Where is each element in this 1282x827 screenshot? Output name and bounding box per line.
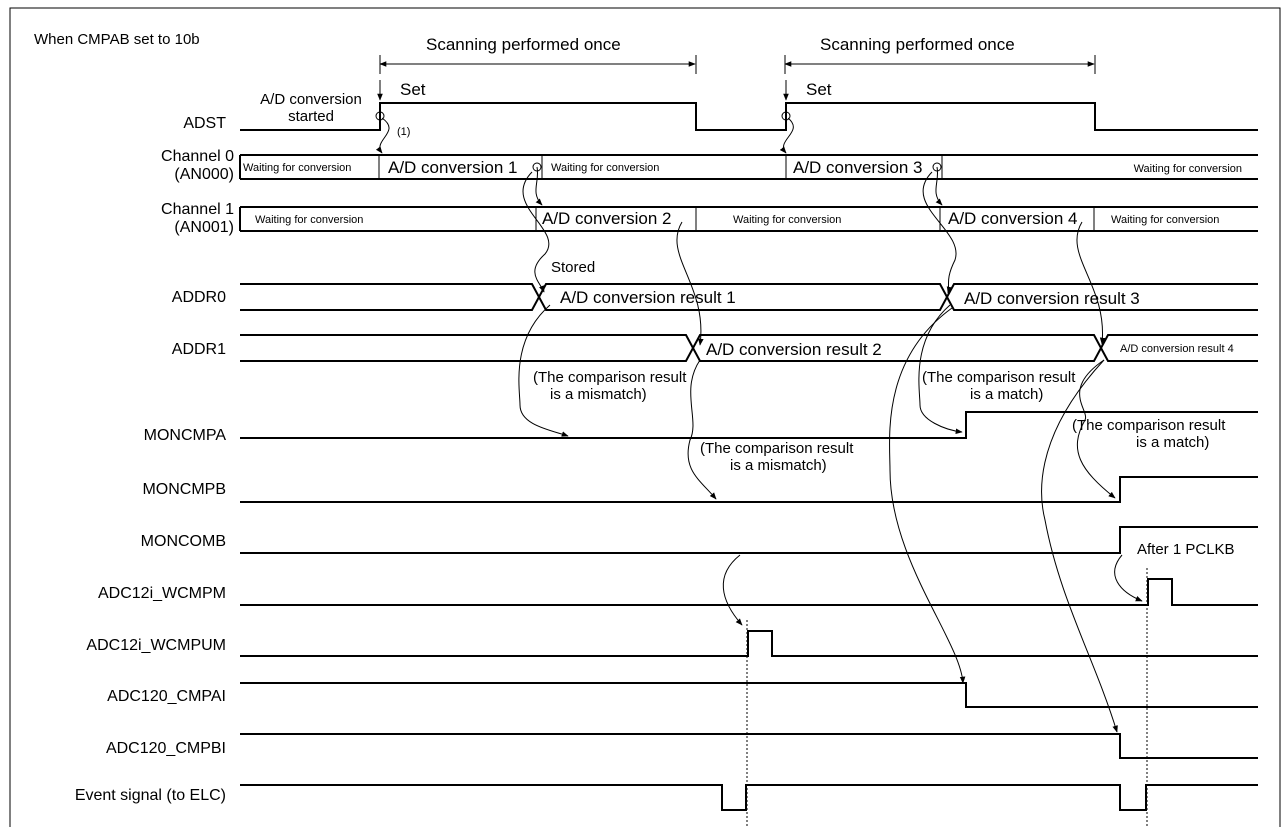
waveform-moncmpa: [240, 411, 1258, 439]
waveform-moncmpb: [240, 476, 1258, 503]
set-label-2: Set: [806, 80, 832, 99]
waveform-wcmpm: [240, 578, 1258, 606]
addr0-result-1: A/D conversion result 1: [560, 288, 736, 307]
note-mismatch-a-line1: (The comparison result: [533, 369, 687, 386]
waveform-cmpai: [240, 682, 1258, 708]
signal-label-wcmpm: ADC12i_WCMPM: [98, 585, 226, 602]
waveform-adst: [240, 102, 1258, 131]
signal-label-ch1-line1: Channel 1: [161, 201, 234, 218]
after-pclkb-label: After 1 PCLKB: [1137, 541, 1235, 558]
note-mismatch-b-line2: is a mismatch): [730, 457, 827, 474]
conv-started-line1: A/D conversion: [260, 91, 362, 108]
signal-label-addr1: ADDR1: [172, 341, 226, 358]
trigger-marker-2: [781, 111, 791, 121]
mode-label: When CMPAB set to 10b: [34, 31, 200, 48]
signal-label-moncomb: MONCOMB: [141, 533, 226, 550]
ch0-state-conv-3: A/D conversion 3: [793, 158, 922, 177]
signal-label-addr0: ADDR0: [172, 289, 226, 306]
waveform-wcmpum: [240, 630, 1258, 657]
ch0-state-wait-1: Waiting for conversion: [243, 162, 351, 174]
ch0-state-wait-2: Waiting for conversion: [551, 162, 659, 174]
waveform-ch1: [239, 206, 1258, 232]
scan-label-2: Scanning performed once: [820, 35, 1015, 54]
scan-span-arrow-1: [379, 55, 697, 74]
note-match-b-line1: (The comparison result: [1072, 417, 1226, 434]
note-match-a-line2: is a match): [970, 386, 1043, 403]
ch1-state-conv-4: A/D conversion 4: [948, 209, 1077, 228]
note-mismatch-a-line2: is a mismatch): [550, 386, 647, 403]
ch0-state-wait-3: Waiting for conversion: [1134, 163, 1242, 175]
waveform-event: [240, 784, 1258, 811]
scan-label-1: Scanning performed once: [426, 35, 621, 54]
scan-span-arrow-2: [784, 55, 1096, 74]
addr0-result-3: A/D conversion result 3: [964, 289, 1140, 308]
ch1-state-wait-1: Waiting for conversion: [255, 214, 363, 226]
waveform-addr0: [240, 283, 1258, 311]
addr1-result-4: A/D conversion result 4: [1120, 343, 1234, 355]
signal-label-moncmpa: MONCMPA: [144, 427, 227, 444]
ch0-state-conv-1: A/D conversion 1: [388, 158, 517, 177]
addr1-result-2: A/D conversion result 2: [706, 340, 882, 359]
trigger-marker-1: [375, 111, 385, 121]
ch1-state-wait-3: Waiting for conversion: [1111, 214, 1219, 226]
signal-label-cmpbi: ADC120_CMPBI: [106, 740, 226, 757]
ch1-state-wait-2: Waiting for conversion: [733, 214, 841, 226]
ch1-state-conv-2: A/D conversion 2: [542, 209, 671, 228]
signal-label-cmpai: ADC120_CMPAI: [107, 688, 226, 705]
note-match-b-line2: is a match): [1136, 434, 1209, 451]
note-mismatch-b-line1: (The comparison result: [700, 440, 854, 457]
waveform-cmpbi: [240, 733, 1258, 759]
waveform-moncomb: [240, 526, 1258, 554]
diagram-frame: [9, 7, 1281, 827]
conv-started-line2: started: [288, 108, 334, 125]
signal-label-ch1-line2: (AN001): [174, 219, 234, 236]
causal-arrows: [375, 117, 1143, 733]
signal-label-moncmpb: MONCMPB: [142, 481, 226, 498]
set-label-1: Set: [400, 80, 426, 99]
signal-label-ch0-line1: Channel 0: [161, 148, 234, 165]
signal-label-event: Event signal (to ELC): [75, 787, 226, 804]
note-match-a-line1: (The comparison result: [922, 369, 1076, 386]
signal-label-ch0-line2: (AN000): [174, 166, 234, 183]
waveform-ch0: [239, 154, 1258, 180]
signal-label-adst: ADST: [183, 115, 226, 132]
signal-label-wcmpum: ADC12i_WCMPUM: [86, 637, 226, 654]
waveform-addr1: [240, 334, 1258, 362]
stored-label: Stored: [551, 259, 595, 276]
marker-label-1: (1): [397, 126, 410, 138]
